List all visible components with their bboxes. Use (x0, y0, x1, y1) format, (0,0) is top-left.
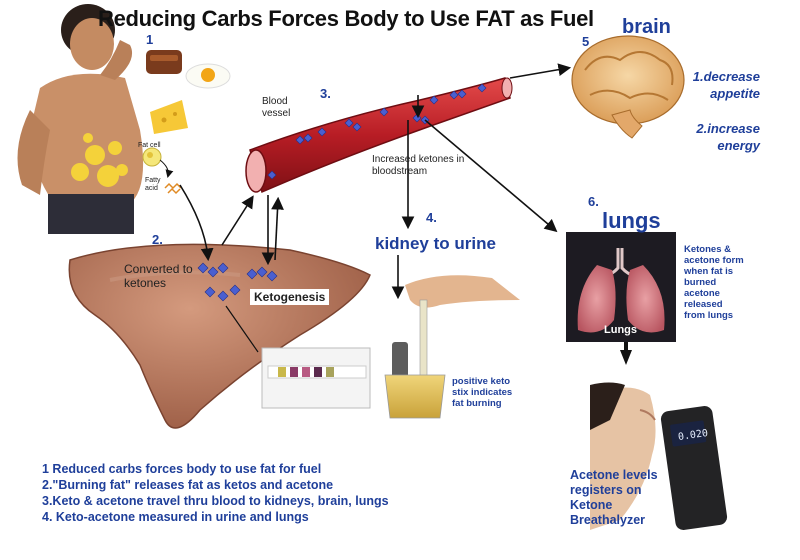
summary-line-1: 1 Reduced carbs forces body to use fat f… (42, 462, 322, 476)
lungs-image-label: Lungs (604, 324, 637, 336)
blood-vessel-label: Blood vessel (262, 96, 291, 119)
breathalyzer-note: Acetone levels registers on Ketone Breat… (570, 468, 658, 527)
step-3-label: 3. (320, 86, 331, 101)
keto-stix-note: positive keto stix indicates fat burning (452, 376, 513, 409)
man-illustration (17, 4, 144, 234)
summary-line-4: 4. Keto-acetone measured in urine and lu… (42, 510, 309, 524)
page-title: Reducing Carbs Forces Body to Use FAT as… (98, 6, 594, 31)
brain-illustration (571, 35, 685, 139)
lungs-heading: lungs (602, 208, 661, 233)
fatty-acid-label: Fatty acid (145, 177, 161, 192)
kidney-to-urine-heading: kidney to urine (375, 234, 496, 253)
increase-energy-label: 2.increase energy (696, 121, 760, 153)
process-arrows (179, 63, 572, 353)
urine-cup-illustration (384, 275, 520, 419)
summary-line-2: 2."Burning fat" releases fat as ketos an… (42, 478, 334, 492)
lungs-note: Ketones & acetone form when fat is burne… (684, 244, 744, 321)
step-5-label: 5 (582, 34, 590, 49)
converted-to-ketones-label: Converted to ketones (124, 262, 193, 290)
increased-ketones-label: Increased ketones in bloodstream (372, 154, 465, 177)
ketone-molecules (197, 83, 487, 302)
fat-cell-label: Fat cell (138, 142, 161, 149)
step-6-label: 6. (588, 194, 599, 209)
food-illustrations (146, 50, 231, 134)
fat-cell-illustration (142, 147, 182, 195)
blood-vessel-illustration (245, 77, 513, 194)
decrease-appetite-label: 1.decrease appetite (692, 69, 760, 101)
step-4-label: 4. (426, 210, 437, 225)
test-strip-illustration (261, 347, 371, 409)
lungs-illustration (566, 232, 676, 342)
brain-heading: brain (622, 16, 671, 38)
breathalyzer-illustration (590, 342, 728, 530)
step-1-label: 1 (146, 32, 154, 47)
step-2-label: 2. (152, 232, 163, 247)
summary-line-3: 3.Keto & acetone travel thru blood to ki… (42, 494, 389, 508)
ketogenesis-label: Ketogenesis (250, 289, 330, 305)
